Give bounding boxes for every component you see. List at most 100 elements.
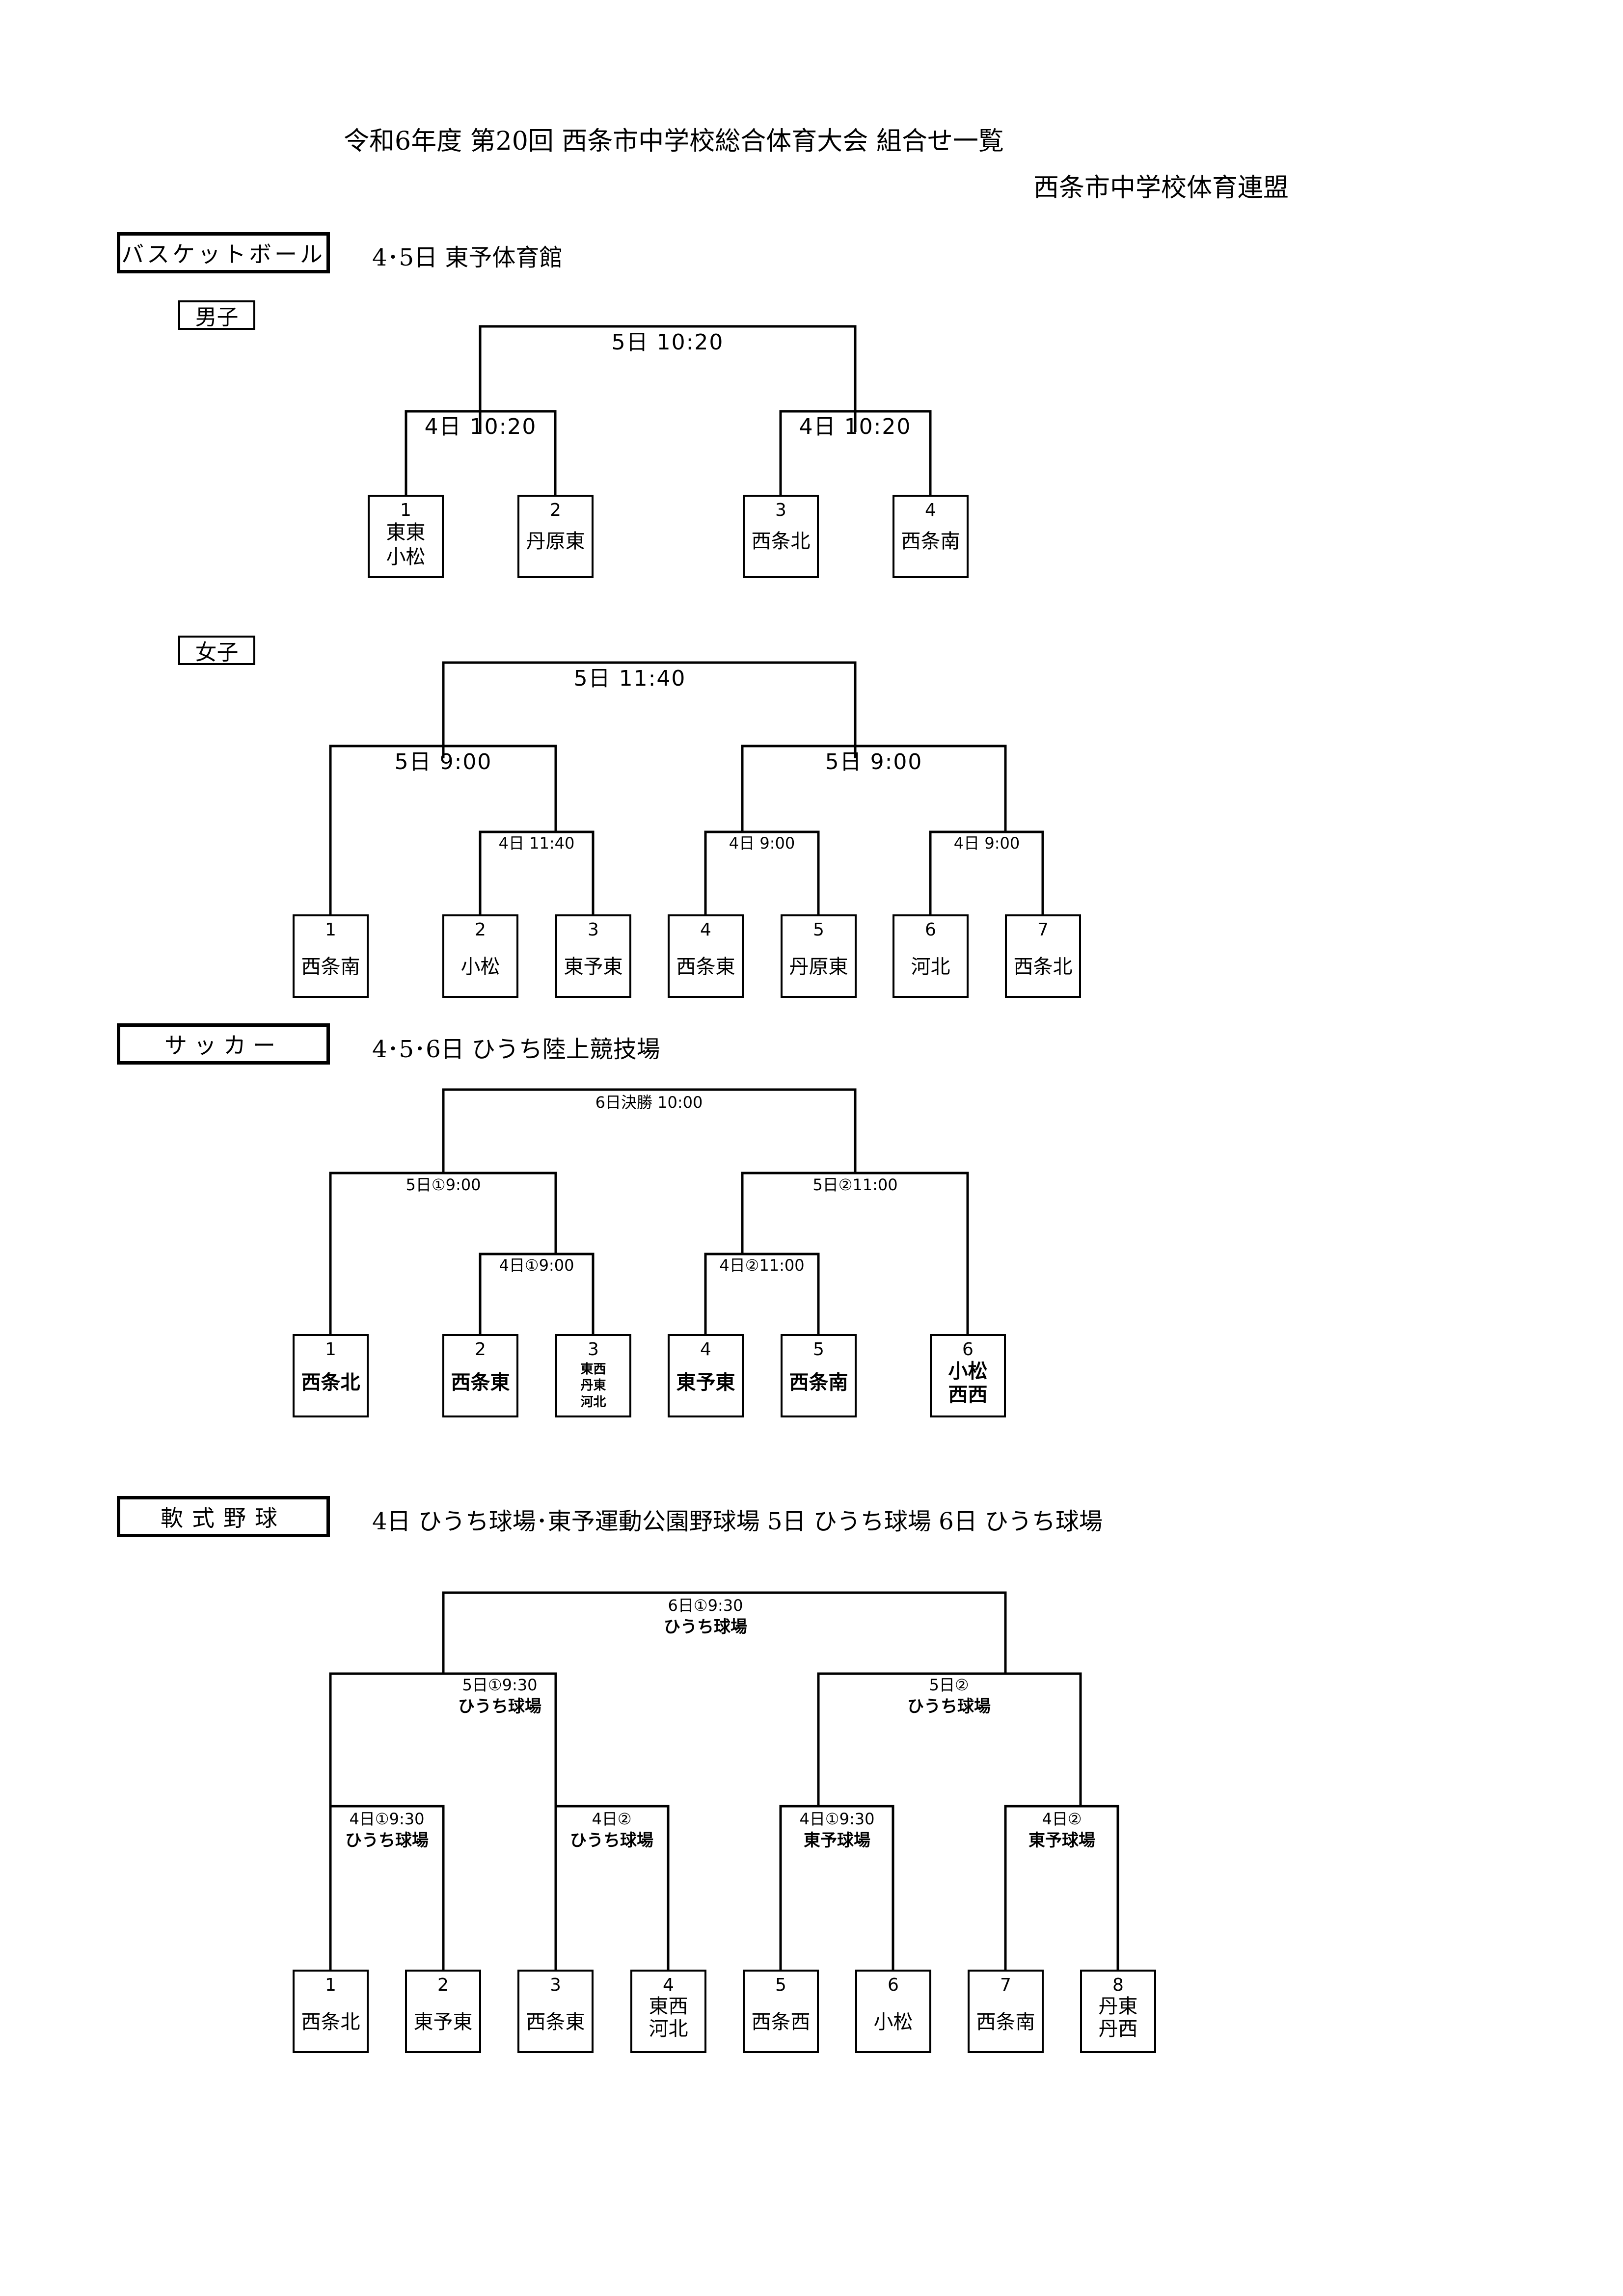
seed-number: 6 <box>925 920 936 940</box>
soccer-final-label: 6日決勝 10:00 <box>595 1093 703 1112</box>
team-name: 小松 西西 <box>948 1360 988 1406</box>
team-name: 西条北 <box>751 530 811 553</box>
team-name: 東西 丹東 河北 <box>580 1362 606 1410</box>
team-name: 西条北 <box>1013 955 1073 978</box>
match-venue: ひうち球場 <box>458 1697 541 1717</box>
seed-number: 4 <box>925 500 936 520</box>
team-name: 河北 <box>911 955 950 978</box>
soccer-team-2: 2 西条東 <box>442 1334 518 1417</box>
team-name: 小松 <box>873 2010 913 2033</box>
baseball-team-6: 6 小松 <box>855 1970 931 2053</box>
soccer-q1-label: 4日①9:00 <box>499 1256 574 1275</box>
seed-number: 4 <box>663 1975 674 1995</box>
soccer-q2-label: 4日②11:00 <box>719 1256 805 1275</box>
soccer-semi1-label: 5日①9:00 <box>406 1175 481 1194</box>
boys-label: 男子 <box>178 300 255 330</box>
boys-semi2-label: 4日 10:20 <box>799 414 912 439</box>
baseball-team-3: 3 西条東 <box>517 1970 594 2053</box>
girls-semi1-label: 5日 9:00 <box>394 749 492 774</box>
seed-number: 2 <box>475 1339 486 1360</box>
seed-number: 6 <box>888 1975 899 1995</box>
boys-semi1-label: 4日 10:20 <box>424 414 537 439</box>
seed-number: 4 <box>700 920 711 940</box>
organizer-name: 西条市中学校体育連盟 <box>1033 173 1289 203</box>
seed-number: 2 <box>550 500 561 520</box>
seed-number: 3 <box>588 1339 599 1360</box>
page-title: 令和6年度 第20回 西条市中学校総合体育大会 組合せ一覧 <box>344 127 1004 156</box>
team-name: 丹原東 <box>789 955 848 978</box>
seed-number: 1 <box>325 920 336 940</box>
baseball-q1-label: 4日①9:30 ひうち球場 <box>345 1809 429 1852</box>
match-time: 4日② <box>1042 1810 1082 1828</box>
team-name: 東予東 <box>564 955 623 978</box>
soccer-team-1: 1 西条北 <box>293 1334 369 1417</box>
team-name: 西条東 <box>451 1371 510 1394</box>
baseball-team-5: 5 西条西 <box>743 1970 819 2053</box>
baseball-team-2: 2 東予東 <box>405 1970 481 2053</box>
soccer-semi2-label: 5日②11:00 <box>812 1175 898 1194</box>
seed-number: 5 <box>813 920 824 940</box>
seed-number: 6 <box>962 1339 974 1360</box>
match-venue: ひうち球場 <box>907 1697 991 1717</box>
girls-team-1: 1 西条南 <box>293 914 369 998</box>
match-venue: ひうち球場 <box>345 1831 429 1851</box>
match-venue: 東予球場 <box>803 1831 870 1851</box>
girls-final-label: 5日 11:40 <box>573 666 686 691</box>
team-name: 西条北 <box>301 1371 360 1394</box>
baseball-semi1-label: 5日①9:30 ひうち球場 <box>458 1675 541 1718</box>
match-time: 6日①9:30 <box>668 1596 743 1615</box>
baseball-q4-label: 4日② 東予球場 <box>1028 1809 1095 1852</box>
match-time: 4日①9:30 <box>799 1810 875 1828</box>
soccer-team-3: 3 東西 丹東 河北 <box>555 1334 631 1417</box>
baseball-semi2-label: 5日② ひうち球場 <box>907 1675 991 1718</box>
baseball-q2-label: 4日② ひうち球場 <box>570 1809 653 1852</box>
seed-number: 5 <box>813 1339 824 1360</box>
seed-number: 2 <box>475 920 486 940</box>
team-name: 東西 河北 <box>649 1995 688 2040</box>
girls-q1-label: 4日 11:40 <box>498 834 575 853</box>
baseball-info: 4日 ひうち球場･東予運動公園野球場 5日 ひうち球場 6日 ひうち球場 <box>372 1508 1103 1535</box>
team-name: 西条東 <box>676 955 735 978</box>
seed-number: 7 <box>1000 1975 1011 1995</box>
baseball-section-label: 軟式野球 <box>117 1496 330 1537</box>
team-name: 東予東 <box>413 2010 473 2033</box>
seed-number: 3 <box>588 920 599 940</box>
girls-label: 女子 <box>178 636 255 665</box>
seed-number: 1 <box>400 500 411 520</box>
baseball-q3-label: 4日①9:30 東予球場 <box>800 1809 875 1852</box>
basketball-info: 4･5日 東予体育館 <box>372 244 563 271</box>
team-name: 西条北 <box>301 2010 360 2033</box>
seed-number: 3 <box>550 1975 561 1995</box>
baseball-team-1: 1 西条北 <box>293 1970 369 2053</box>
soccer-team-5: 5 西条南 <box>781 1334 857 1417</box>
baseball-team-7: 7 西条南 <box>968 1970 1044 2053</box>
baseball-team-8: 8 丹東 丹西 <box>1080 1970 1156 2053</box>
boys-final-label: 5日 10:20 <box>611 330 724 355</box>
girls-team-4: 4 西条東 <box>668 914 744 998</box>
girls-q2-label: 4日 9:00 <box>729 834 795 853</box>
team-name: 丹東 丹西 <box>1098 1995 1138 2040</box>
team-name: 西条南 <box>976 2010 1035 2033</box>
boys-team-3: 3 西条北 <box>743 495 819 578</box>
soccer-team-4: 4 東予東 <box>668 1334 744 1417</box>
basketball-section-label: バスケットボール <box>117 232 330 273</box>
seed-number: 2 <box>437 1975 449 1995</box>
team-name: 東東 小松 <box>386 521 426 568</box>
team-name: 西条西 <box>751 2010 811 2033</box>
soccer-section-label: サッカー <box>117 1023 330 1065</box>
baseball-team-4: 4 東西 河北 <box>630 1970 706 2053</box>
boys-team-1: 1 東東 小松 <box>368 495 444 578</box>
soccer-info: 4･5･6日 ひうち陸上競技場 <box>372 1036 660 1063</box>
girls-team-7: 7 西条北 <box>1005 914 1081 998</box>
seed-number: 1 <box>325 1975 336 1995</box>
seed-number: 3 <box>775 500 786 520</box>
match-time: 5日② <box>929 1676 969 1694</box>
seed-number: 1 <box>325 1339 336 1360</box>
seed-number: 4 <box>700 1339 711 1360</box>
seed-number: 8 <box>1112 1975 1124 1995</box>
girls-team-2: 2 小松 <box>442 914 518 998</box>
match-venue: ひうち球場 <box>570 1831 653 1851</box>
team-name: 小松 <box>460 955 500 978</box>
team-name: 西条南 <box>789 1371 848 1394</box>
